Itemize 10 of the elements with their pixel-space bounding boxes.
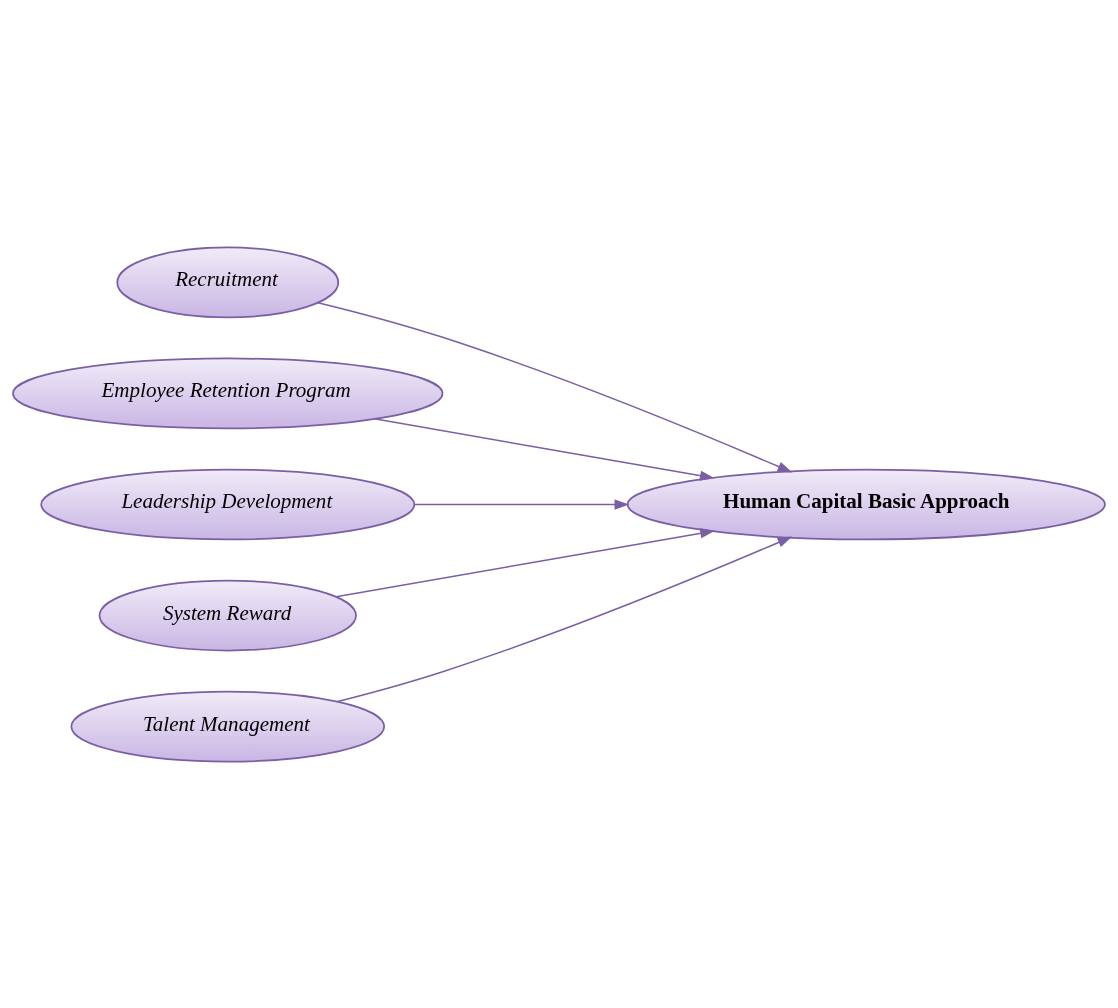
node-ellipse: Leadership Development [40, 468, 416, 540]
node-ellipse: Talent Management [70, 690, 386, 762]
arrow [317, 301, 793, 472]
arrow [336, 536, 793, 702]
node-ellipse: Recruitment [116, 246, 340, 318]
arrow [413, 498, 630, 510]
arrow [373, 417, 715, 481]
arrow [335, 527, 715, 598]
node-ellipse: Employee Retention Program [12, 357, 444, 429]
node-ellipse: System Reward [98, 579, 357, 651]
